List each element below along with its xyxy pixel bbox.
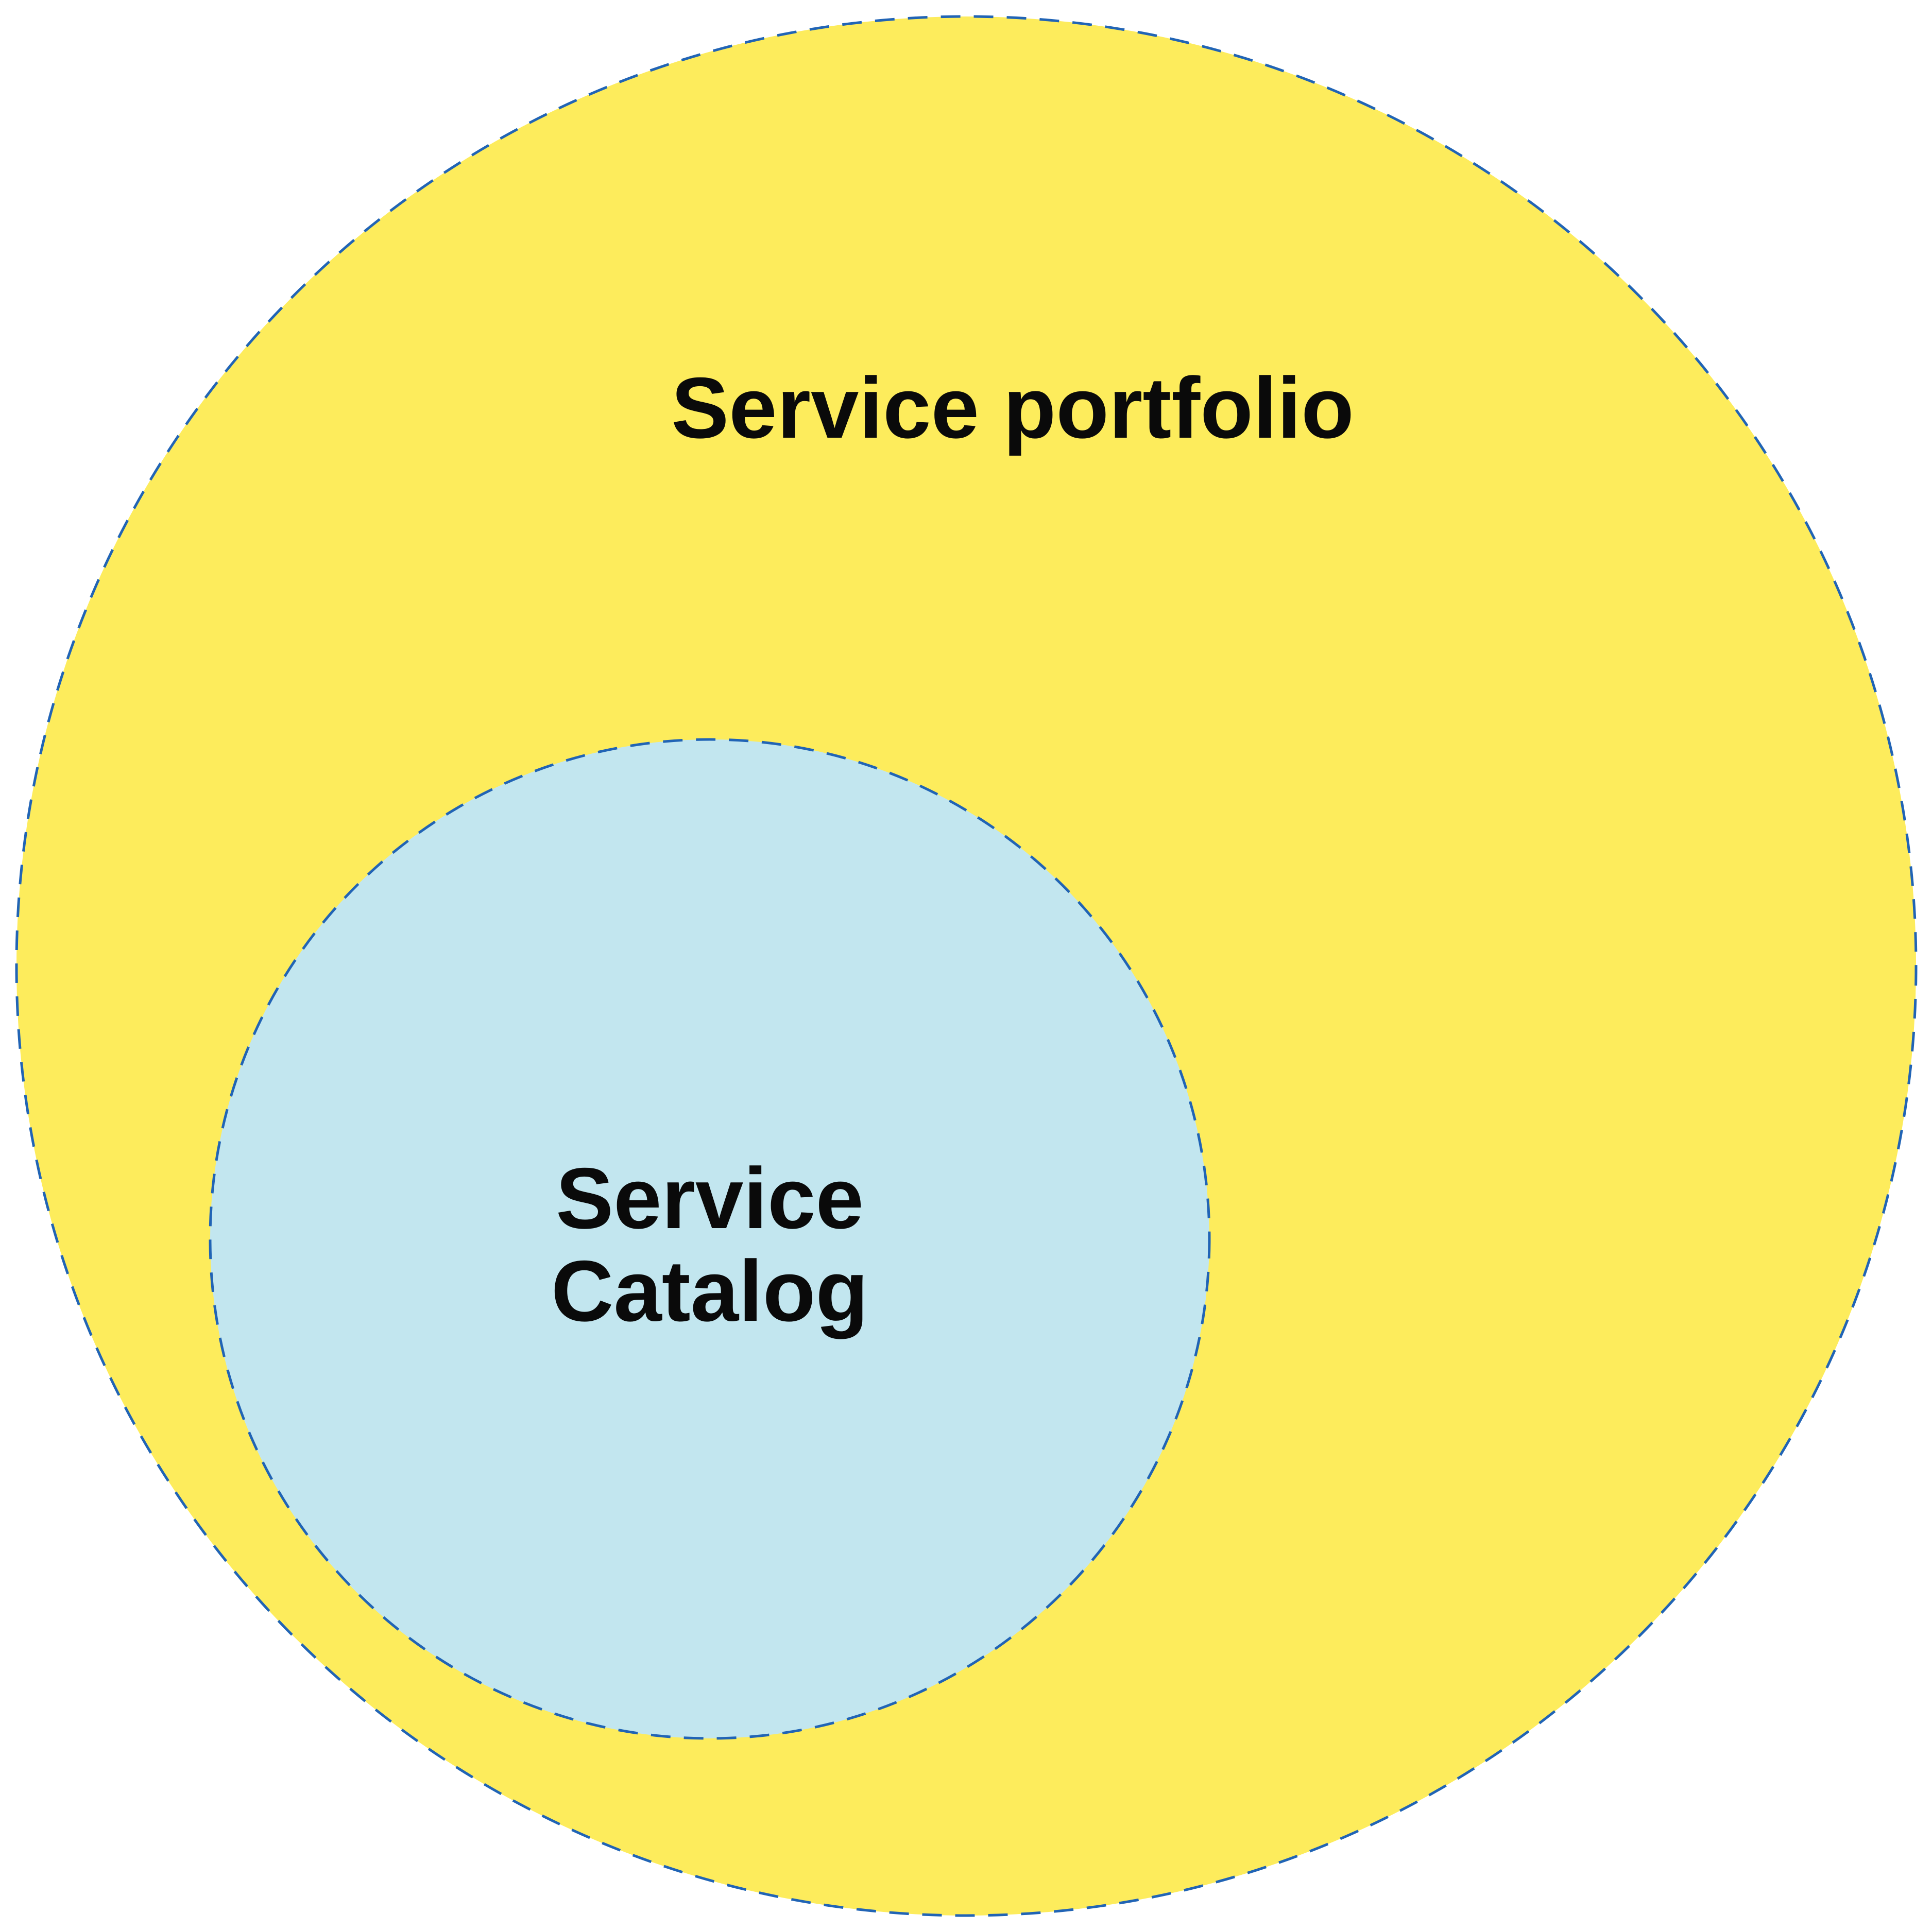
service-catalog-label-line2: Catalog xyxy=(551,1243,868,1339)
service-portfolio-label: Service portfolio xyxy=(671,359,1354,456)
service-catalog-circle xyxy=(209,738,1211,1740)
service-catalog-label-line1: Service xyxy=(556,1150,864,1247)
